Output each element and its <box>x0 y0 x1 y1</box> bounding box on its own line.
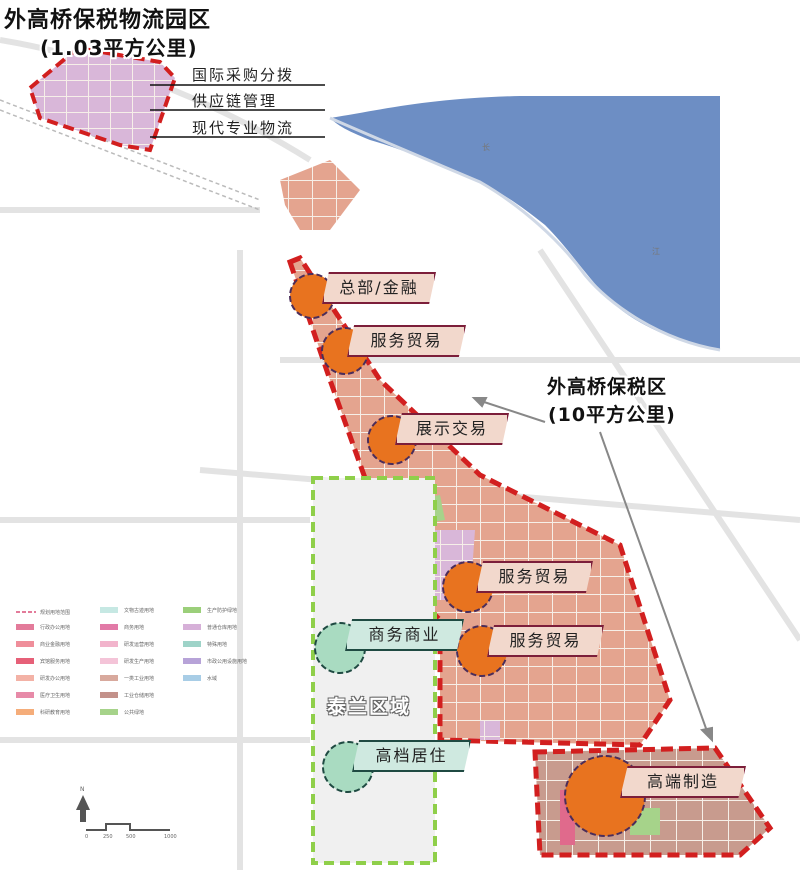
legend-item: 一类工业用地 <box>124 676 155 682</box>
legend-item: 文物古迹用地 <box>124 608 155 614</box>
legend-item: 研发运营用地 <box>124 642 155 648</box>
north-label: N <box>80 786 85 793</box>
legend-item: 行政办公用地 <box>40 625 71 631</box>
legend-item: 市政公用设施用地 <box>207 659 248 665</box>
bonded-zone-title: 外高桥保税区 <box>547 376 668 398</box>
logistics-park-area <box>27 45 178 153</box>
legend-item: 工业仓储用地 <box>124 693 155 699</box>
legend-item: 规划用地范围 <box>40 610 71 616</box>
legend-item: 水域 <box>207 676 218 682</box>
function-label-supply-chain: 供应链管理 <box>192 92 278 110</box>
river-label-jiang: 江 <box>652 247 660 256</box>
rail-line <box>0 99 261 211</box>
legend-item: 公共绿地 <box>124 710 145 716</box>
logistics-park-area: (1.03平方公里) <box>40 36 198 60</box>
legend-item: 商务用地 <box>124 625 145 631</box>
legend-item: 商业金融用地 <box>40 642 71 648</box>
legend-item: 医疗卫生用地 <box>40 693 71 699</box>
tag-exhibition: 展示交易 <box>395 413 509 445</box>
scale-tick-1000: 1000 <box>164 834 177 840</box>
purple-patch-2 <box>480 720 500 740</box>
yangtze-river <box>330 96 720 350</box>
legend-item: 特殊用地 <box>207 642 228 648</box>
legend-item: 生产防护绿地 <box>207 608 238 614</box>
logistics-park-title: 外高桥保税物流园区 <box>4 8 212 33</box>
function-label-procurement: 国际采购分拨 <box>192 66 295 84</box>
tag-residential: 高档居住 <box>352 740 471 772</box>
north-arrow <box>76 795 90 822</box>
scale-bar <box>86 823 170 831</box>
pointer-arrows <box>471 397 713 743</box>
legend-item: 研发办公用地 <box>40 676 71 682</box>
function-circles <box>289 273 646 837</box>
legend-item: 科研教育用地 <box>40 710 71 716</box>
taixing-zone-label: 泰兰区域 <box>327 696 412 718</box>
callout-lines <box>150 84 325 138</box>
tag-service-trade-3: 服务贸易 <box>487 625 604 657</box>
legend-item: 研发生产用地 <box>124 659 155 665</box>
tag-hq-finance: 总部/金融 <box>322 272 436 304</box>
scale-tick-0: 0 <box>85 834 89 840</box>
tag-business-commerce: 商务商业 <box>345 619 464 651</box>
scale-tick-500: 500 <box>126 834 136 840</box>
north-block <box>280 160 360 230</box>
river-label-chang: 长 <box>482 143 490 152</box>
legend-item: 宾馆服务用地 <box>40 659 71 665</box>
legend-swatches <box>16 607 201 715</box>
scale-tick-250: 250 <box>103 834 113 840</box>
function-label-logistics: 现代专业物流 <box>192 119 295 137</box>
tag-high-end-manufacturing: 高端制造 <box>620 766 746 798</box>
tag-service-trade-1: 服务贸易 <box>347 325 466 357</box>
river-shore <box>329 116 721 352</box>
bonded-zone-area: (10平方公里) <box>548 404 676 426</box>
tag-service-trade-2: 服务贸易 <box>476 561 593 593</box>
legend-item: 普通仓库用地 <box>207 625 238 631</box>
